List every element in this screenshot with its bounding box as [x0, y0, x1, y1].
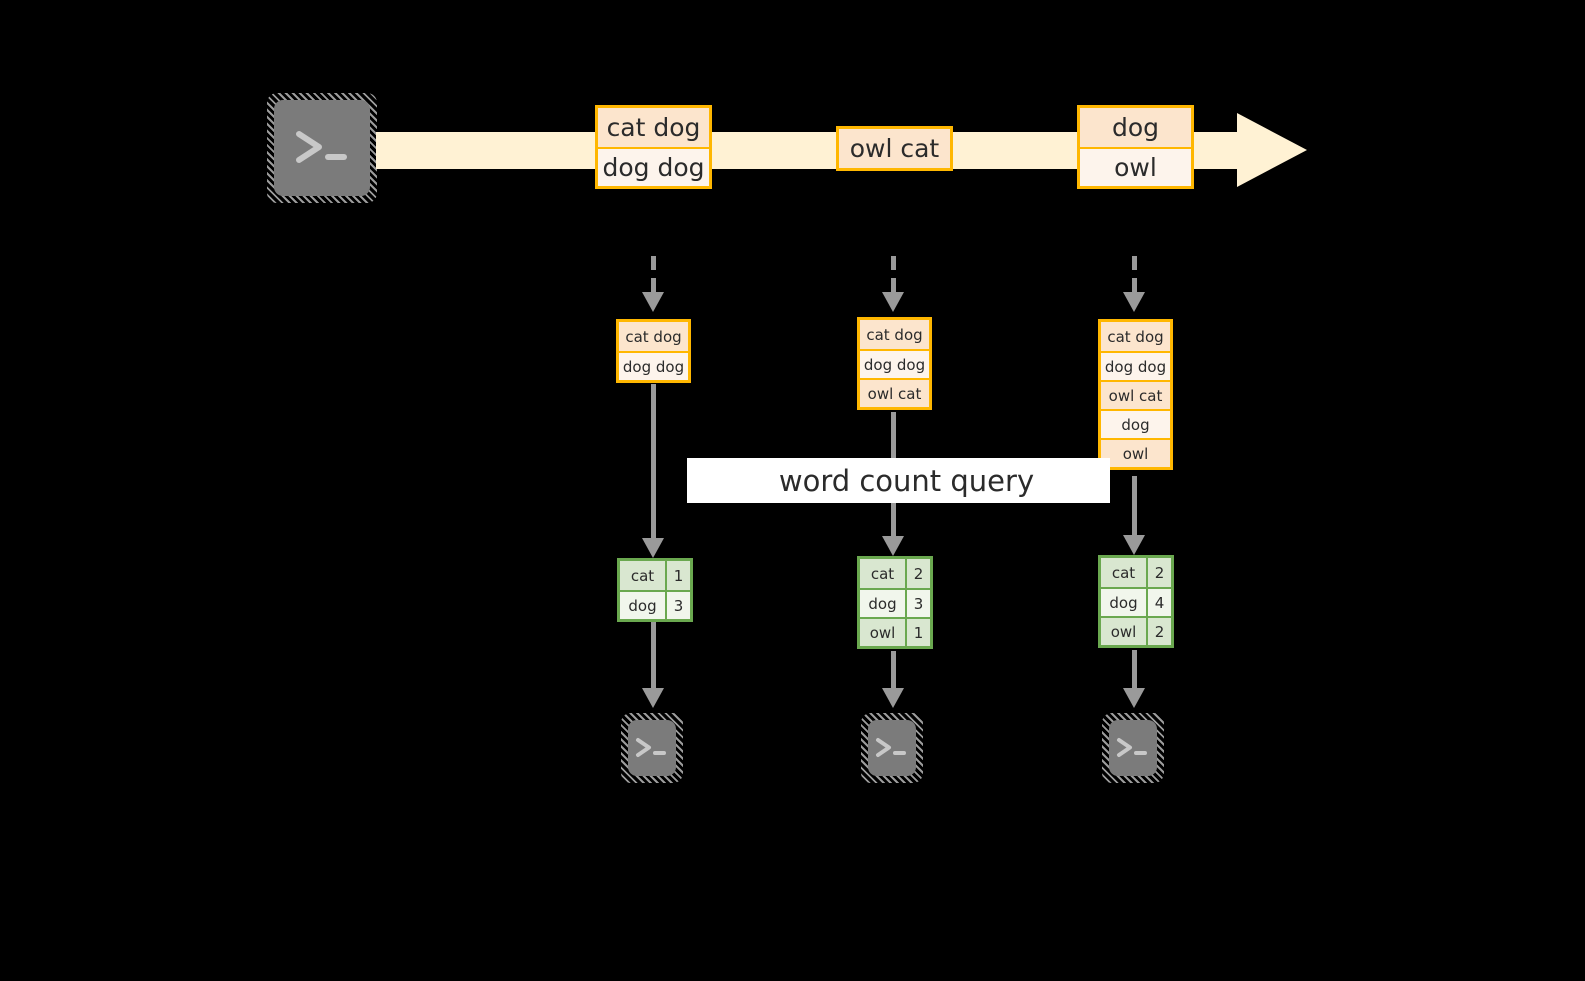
pipeline-3-result-word: cat	[1111, 563, 1136, 582]
pipeline-2-result-word: cat	[870, 564, 895, 583]
pipeline-2-input-row: cat dog	[860, 320, 929, 349]
pipeline-2-sink-terminal-icon	[861, 713, 923, 783]
stream-batch-3: dog owl	[1077, 105, 1194, 189]
pipeline-2-result-word: dog	[868, 594, 897, 613]
pipeline-3-result-word: owl	[1110, 622, 1137, 641]
stream-batch-3-line-1: dog	[1080, 108, 1191, 147]
table-row: dog 4	[1101, 587, 1171, 616]
pipeline-3-input-row: owl	[1101, 438, 1170, 467]
dashed-connector-1	[651, 256, 656, 294]
pipeline-2-result-word: owl	[869, 623, 896, 642]
table-row: cat 2	[860, 559, 930, 588]
terminal-face	[628, 720, 676, 776]
pipeline-2-input-row: dog dog	[860, 349, 929, 378]
pipeline-3-result-count: 4	[1146, 589, 1171, 616]
pipeline-3-sink-arrowhead	[1123, 688, 1145, 708]
pipeline-1-result-word: dog	[628, 596, 657, 615]
pipeline-2-result-count: 1	[905, 619, 930, 646]
table-row: owl 2	[1101, 616, 1171, 645]
stream-batch-2: owl cat	[836, 126, 953, 171]
pipeline-1-query-connector	[651, 384, 656, 544]
stream-batch-1-line-1: cat dog	[598, 108, 709, 147]
pipeline-1-sink-terminal-icon	[621, 713, 683, 783]
pipeline-2-input-table: cat dog dog dog owl cat	[857, 317, 932, 410]
terminal-face	[274, 100, 370, 196]
stream-batch-1-line-2: dog dog	[598, 147, 709, 186]
pipeline-2-query-arrowhead	[882, 536, 904, 556]
pipeline-1-result-count: 1	[665, 561, 690, 590]
pipeline-3-input-row: dog	[1101, 409, 1170, 438]
pipeline-3-input-row: dog dog	[1101, 351, 1170, 380]
stream-batch-3-line-2: owl	[1080, 147, 1191, 186]
stream-batch-2-line-1: owl cat	[839, 129, 950, 168]
pipeline-1-input-row: dog dog	[619, 351, 688, 380]
terminal-prompt-glyph	[861, 713, 923, 783]
terminal-prompt-glyph	[621, 713, 683, 783]
terminal-face	[1109, 720, 1157, 776]
pipeline-3-result-table: cat 2 dog 4 owl 2	[1098, 555, 1174, 648]
table-row: owl 1	[860, 617, 930, 646]
pipeline-3-input-row: owl cat	[1101, 380, 1170, 409]
terminal-face	[868, 720, 916, 776]
pipeline-1-query-arrowhead	[642, 538, 664, 558]
pipeline-3-input-row: cat dog	[1101, 322, 1170, 351]
pipeline-2-result-count: 3	[905, 590, 930, 617]
pipeline-1-sink-connector	[651, 622, 656, 692]
pipeline-2-result-table: cat 2 dog 3 owl 1	[857, 556, 933, 649]
table-row: cat 1	[620, 561, 690, 590]
dashed-connector-3-arrowhead	[1123, 292, 1145, 312]
pipeline-3-query-arrowhead	[1123, 535, 1145, 555]
stream-batch-1: cat dog dog dog	[595, 105, 712, 189]
pipeline-1-result-table: cat 1 dog 3	[617, 558, 693, 622]
pipeline-1-sink-arrowhead	[642, 688, 664, 708]
pipeline-3-query-connector	[1132, 476, 1137, 542]
table-row: dog 3	[860, 588, 930, 617]
source-terminal-icon	[267, 93, 377, 203]
pipeline-3-result-count: 2	[1146, 558, 1171, 587]
pipeline-3-sink-terminal-icon	[1102, 713, 1164, 783]
pipeline-3-input-table: cat dog dog dog owl cat dog owl	[1098, 319, 1173, 470]
pipeline-1-input-row: cat dog	[619, 322, 688, 351]
dashed-connector-2-arrowhead	[882, 292, 904, 312]
terminal-prompt-glyph	[267, 93, 377, 203]
pipeline-1-result-count: 3	[665, 592, 690, 619]
pipeline-3-sink-connector	[1132, 650, 1137, 692]
pipeline-3-result-word: dog	[1109, 593, 1138, 612]
pipeline-1-input-table: cat dog dog dog	[616, 319, 691, 383]
word-count-query-label: word count query	[778, 463, 1035, 498]
pipeline-2-sink-connector	[891, 651, 896, 692]
pipeline-1-result-word: cat	[630, 566, 655, 585]
pipeline-2-result-count: 2	[905, 559, 930, 588]
dashed-connector-1-arrowhead	[642, 292, 664, 312]
terminal-prompt-glyph	[1102, 713, 1164, 783]
pipeline-2-sink-arrowhead	[882, 688, 904, 708]
pipeline-2-input-row: owl cat	[860, 378, 929, 407]
dashed-connector-2	[891, 256, 896, 294]
table-row: cat 2	[1101, 558, 1171, 587]
table-row: dog 3	[620, 590, 690, 619]
pipeline-3-result-count: 2	[1146, 618, 1171, 645]
dashed-connector-3	[1132, 256, 1137, 294]
word-count-query-banner: word count query	[687, 458, 1110, 503]
